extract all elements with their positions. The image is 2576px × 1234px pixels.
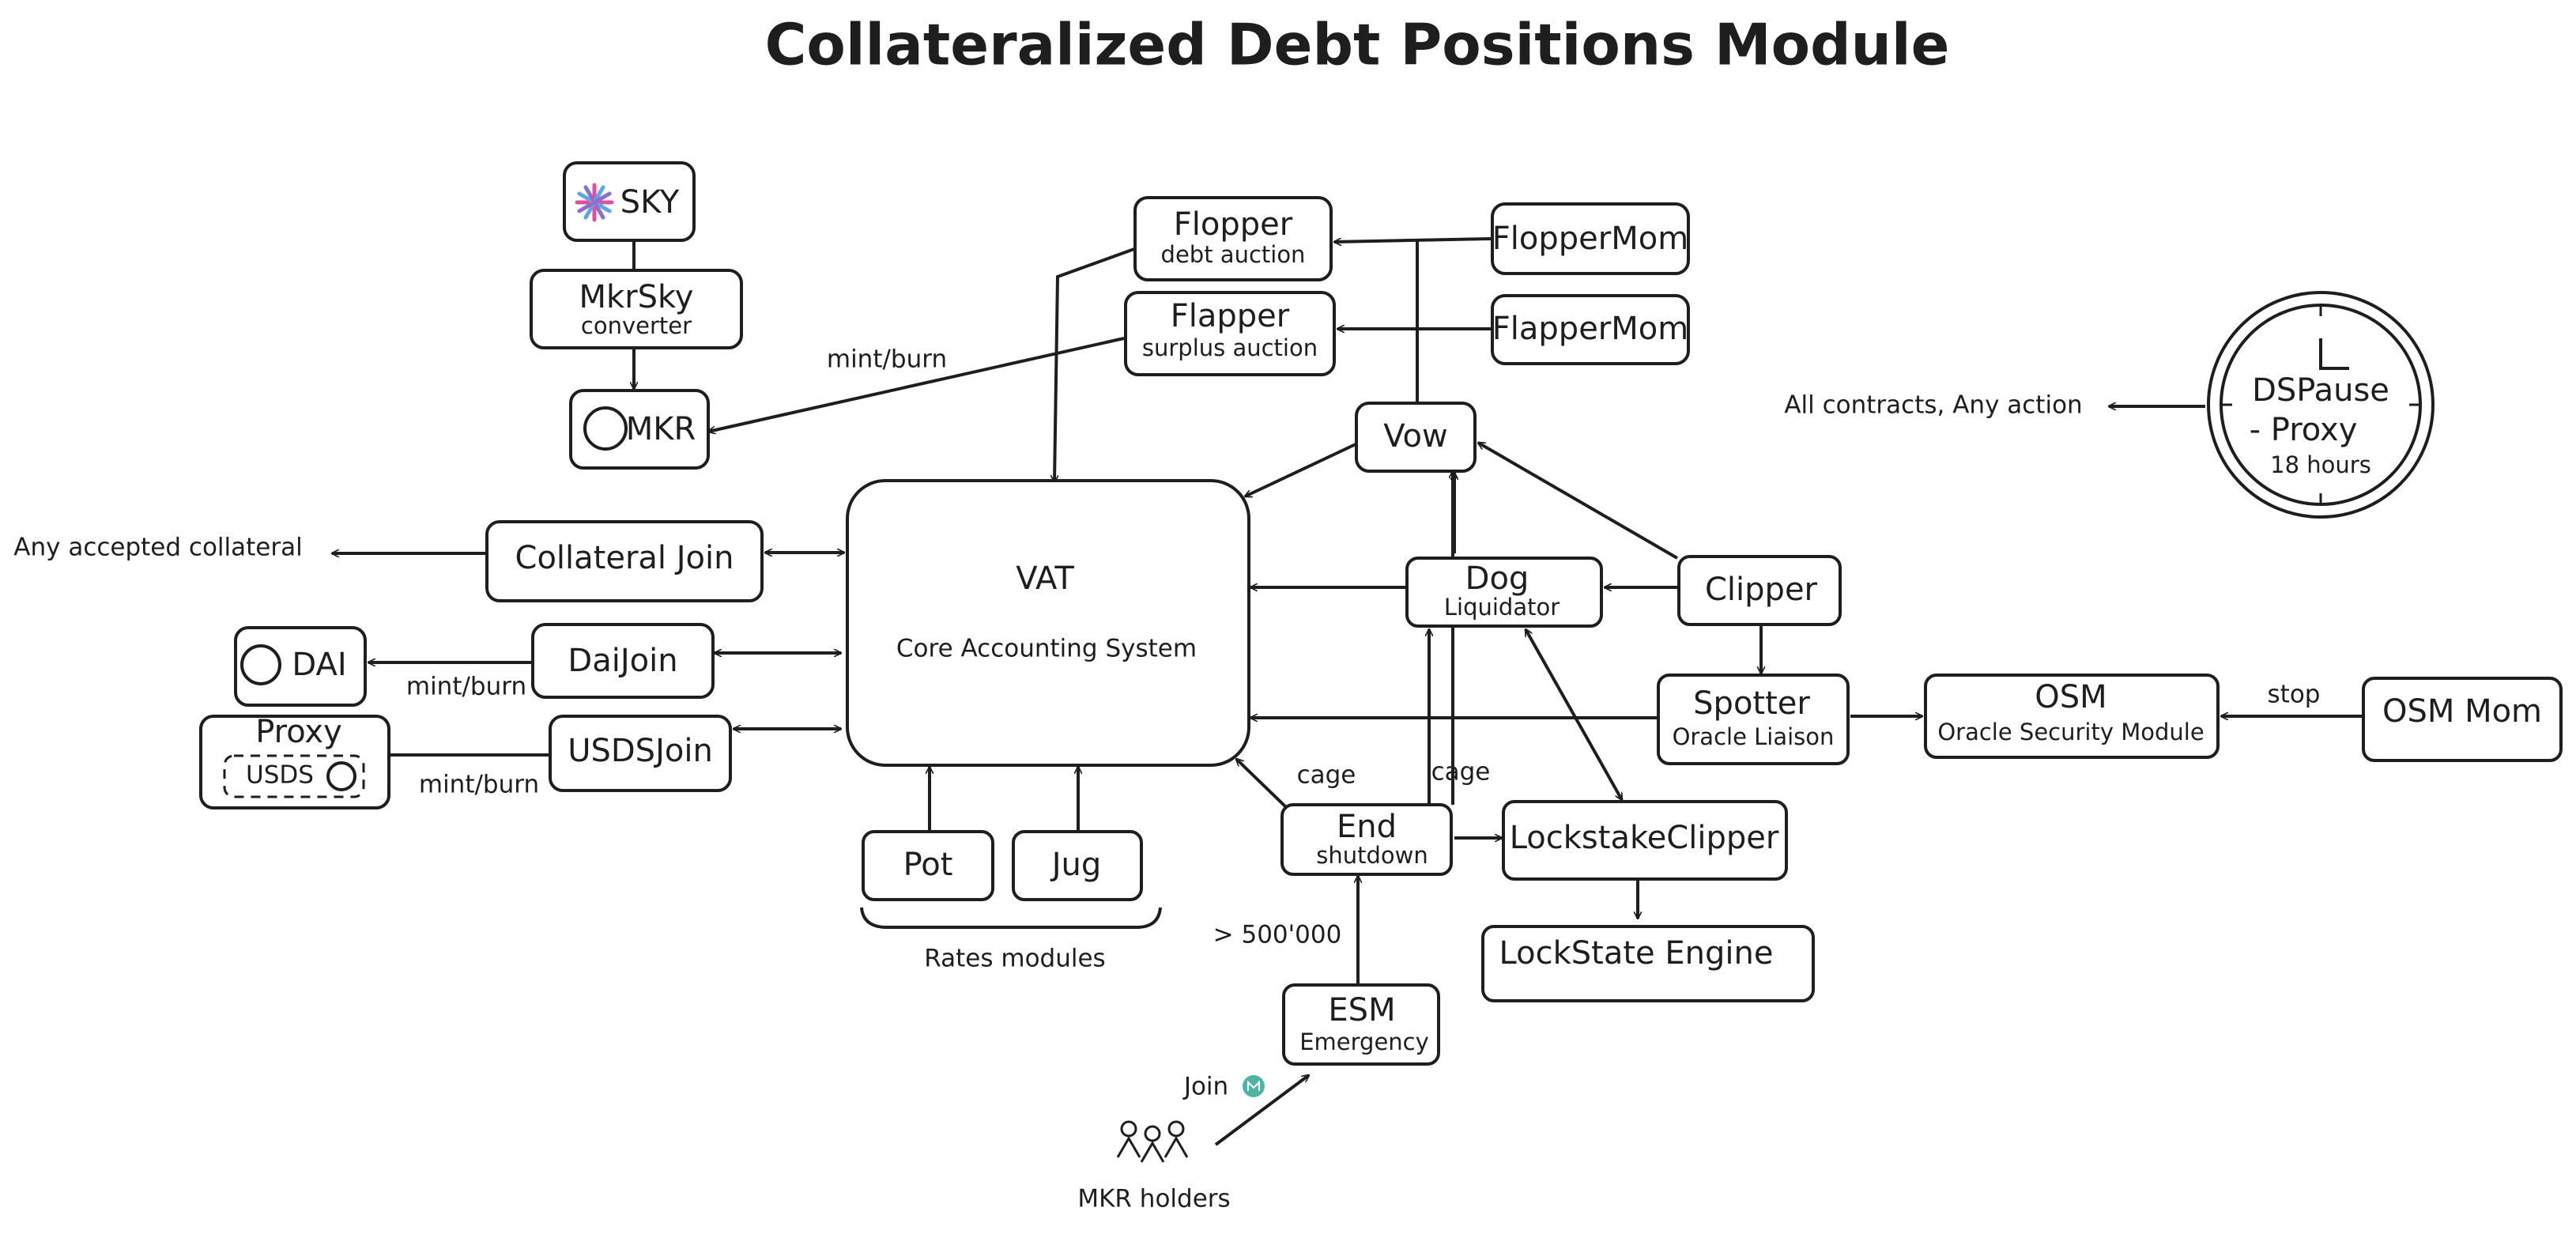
edge-floppermom-flopper xyxy=(1334,237,1492,242)
clock-ticks xyxy=(2221,305,2420,504)
pot-label: Pot xyxy=(903,847,953,883)
mint-burn-usds-label: mint/burn xyxy=(419,771,539,799)
vat-label: VAT xyxy=(1016,560,1074,597)
dspause-delay-label: 18 hours xyxy=(2270,451,2371,478)
dai-node: DAI xyxy=(234,626,367,707)
collateral-join-label: Collateral Join xyxy=(515,540,734,576)
mkrsky-label: MkrSky xyxy=(579,279,694,315)
jug-label: Jug xyxy=(1050,847,1102,883)
edge-clipper-vow xyxy=(1478,441,1679,560)
flopper-label: Flopper xyxy=(1174,206,1293,243)
flappermom-node: FlapperMom xyxy=(1491,294,1690,365)
dspause-node: DSPause - Proxy 18 hours xyxy=(2207,291,2435,519)
usds-label: USDS xyxy=(246,761,314,790)
all-contracts-label: All contracts, Any action xyxy=(1784,391,2082,420)
dog-label: Dog xyxy=(1465,560,1529,597)
lockstake-clipper-node: LockstakeClipper xyxy=(1502,800,1788,881)
edge-vow-vat xyxy=(1245,443,1356,498)
mkr-holders-label: MKR holders xyxy=(1077,1185,1230,1213)
floppermom-node: FlopperMom xyxy=(1491,202,1690,275)
edge-flapper-mkr xyxy=(708,337,1125,432)
flopper-node: Flopper debt auction xyxy=(1133,196,1333,281)
mkr-node: MKR xyxy=(569,389,710,470)
dspause-proxy-label: - Proxy xyxy=(2250,412,2358,448)
jug-node: Jug xyxy=(1012,830,1143,901)
esm-sublabel: Emergency xyxy=(1299,1028,1429,1055)
esm-node: ESM Emergency xyxy=(1282,983,1440,1066)
osm-mom-node: OSM Mom xyxy=(2362,677,2563,762)
floppermom-label: FlopperMom xyxy=(1492,221,1688,257)
daijoin-label: DaiJoin xyxy=(568,643,677,679)
lockstate-engine-label: LockState Engine xyxy=(1499,935,1774,972)
edge-dog-lockstakeclipper xyxy=(1524,629,1624,800)
edge-flopper-vat xyxy=(1054,247,1135,482)
mint-burn-dai-label: mint/burn xyxy=(406,673,526,701)
flapper-label: Flapper xyxy=(1171,298,1290,334)
mkrsky-node: MkrSky converter xyxy=(530,269,743,349)
spotter-node: Spotter Oracle Liaison xyxy=(1657,674,1850,765)
usds-token-box xyxy=(223,754,365,798)
sky-node: SKY xyxy=(563,161,696,242)
clock-hands-icon xyxy=(2319,338,2349,370)
usdsjoin-label: USDSJoin xyxy=(568,733,713,769)
end-sublabel: shutdown xyxy=(1316,842,1428,869)
flapper-sublabel: surplus auction xyxy=(1142,334,1318,361)
osm-node: OSM Oracle Security Module xyxy=(1924,674,2220,759)
flapper-node: Flapper surplus auction xyxy=(1124,291,1336,376)
vat-node: VAT Core Accounting System xyxy=(846,479,1250,767)
dog-node: Dog Liquidator xyxy=(1405,557,1603,628)
lockstake-clipper-label: LockstakeClipper xyxy=(1510,820,1779,856)
mkr-small-icon xyxy=(1243,1075,1265,1097)
stop-label: stop xyxy=(2268,681,2321,709)
mkr-label: MKR xyxy=(626,411,696,447)
proxy-label: Proxy xyxy=(255,714,342,750)
cage-right-label: cage xyxy=(1431,758,1491,787)
dai-label: DAI xyxy=(292,647,346,683)
any-collateral-label: Any accepted collateral xyxy=(13,534,302,562)
daijoin-node: DaiJoin xyxy=(531,623,715,699)
dspause-label: DSPause xyxy=(2252,372,2389,409)
mint-burn-mkr-label: mint/burn xyxy=(827,345,947,374)
sky-logo-icon xyxy=(575,183,614,222)
clipper-label: Clipper xyxy=(1705,572,1818,608)
vat-sublabel: Core Accounting System xyxy=(896,635,1197,663)
end-node: End shutdown xyxy=(1280,803,1453,876)
rates-brace xyxy=(860,907,1162,929)
pot-node: Pot xyxy=(862,830,994,901)
edge-holders-esm xyxy=(1214,1075,1309,1146)
rates-modules-label: Rates modules xyxy=(924,945,1105,973)
threshold-label: > 500'000 xyxy=(1213,921,1342,949)
mkrsky-sublabel: converter xyxy=(581,312,692,339)
lockstate-engine-node: LockState Engine xyxy=(1481,925,1815,1002)
edges xyxy=(332,233,2362,1146)
osm-sublabel: Oracle Security Module xyxy=(1937,719,2204,745)
flappermom-label: FlapperMom xyxy=(1492,311,1688,347)
people-icon xyxy=(1116,1120,1189,1163)
collateral-join-node: Collateral Join xyxy=(485,520,764,602)
esm-label: ESM xyxy=(1328,992,1395,1028)
end-label: End xyxy=(1337,809,1397,845)
spotter-sublabel: Oracle Liaison xyxy=(1673,723,1835,750)
dai-logo-icon xyxy=(240,644,281,685)
usds-logo-icon xyxy=(326,761,356,791)
edge-end-vat xyxy=(1236,759,1287,808)
osm-mom-label: OSM Mom xyxy=(2382,693,2542,730)
flopper-sublabel: debt auction xyxy=(1161,241,1306,268)
vow-label: Vow xyxy=(1383,418,1447,455)
vow-node: Vow xyxy=(1355,402,1477,473)
sky-logo-ray xyxy=(592,191,612,205)
cage-left-label: cage xyxy=(1297,761,1356,790)
proxy-node: Proxy USDS xyxy=(199,714,390,809)
osm-label: OSM xyxy=(2035,679,2106,715)
mkr-logo-icon xyxy=(583,406,628,451)
usdsjoin-node: USDSJoin xyxy=(549,715,732,792)
clipper-node: Clipper xyxy=(1677,555,1842,626)
diagram-title: Collateralized Debt Positions Module xyxy=(765,12,1950,78)
sky-label: SKY xyxy=(620,184,680,221)
dog-sublabel: Liquidator xyxy=(1444,594,1560,621)
join-label: Join xyxy=(1182,1073,1228,1101)
spotter-label: Spotter xyxy=(1693,685,1810,722)
